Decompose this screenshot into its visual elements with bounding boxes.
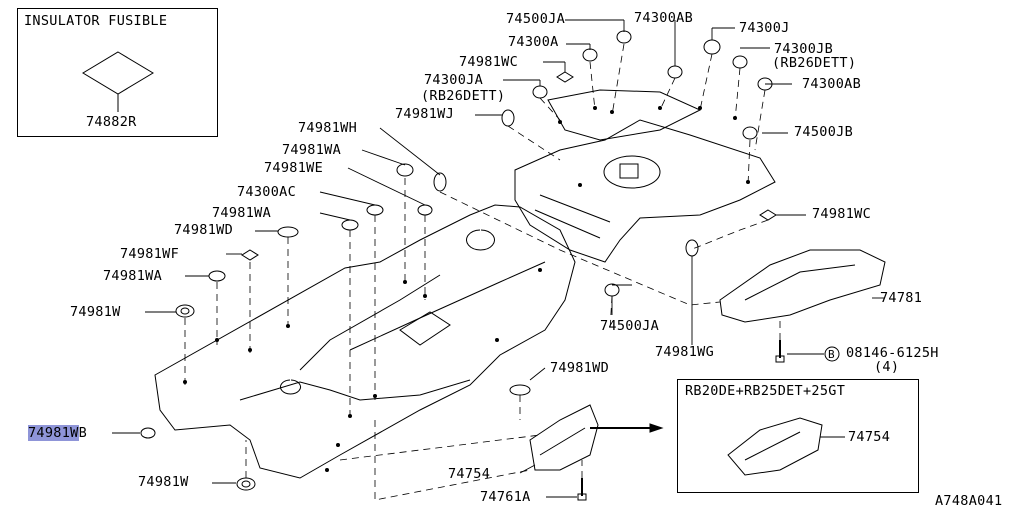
callout-bolt-08146-6125H[interactable]: 08146-6125H [846,345,939,361]
callout-74981WA-3[interactable]: 74981WA [103,268,162,284]
callout-74981W-bottom[interactable]: 74981W [138,474,189,490]
callout-74981WJ[interactable]: 74981WJ [395,106,454,122]
variant-box [677,379,919,493]
callout-74300JB[interactable]: 74300JB [774,41,833,57]
callout-74300AC[interactable]: 74300AC [237,184,296,200]
rear-floor-shape [514,119,776,263]
variant-box-title: RB20DE+RB25DET+25GT [685,383,846,399]
callout-74500JA-mid[interactable]: 74500JA [600,318,659,334]
callout-74981W-top[interactable]: 74981W [70,304,121,320]
callout-74981WC-top[interactable]: 74981WC [459,54,518,70]
callout-74981WD-bottom[interactable]: 74981WD [550,360,609,376]
heat-shield-74781 [719,249,886,323]
callout-74500JB[interactable]: 74500JB [794,124,853,140]
callout-74981WH[interactable]: 74981WH [298,120,357,136]
insulator-fusible-box [17,8,218,137]
variant-heat-shield [727,417,823,476]
callout-74981WA-2[interactable]: 74981WA [212,205,271,221]
callout-bolt-qty: (4) [874,359,900,375]
callout-74300AB-right[interactable]: 74300AB [802,76,861,92]
callout-74754[interactable]: 74754 [448,466,491,482]
callout-74981WG[interactable]: 74981WG [655,344,714,360]
callout-74500JA-top[interactable]: 74500JA [506,11,565,27]
callout-74300JB-note: (RB26DETT) [772,55,857,71]
callout-74300AB-top[interactable]: 74300AB [634,10,693,26]
callout-74981WF[interactable]: 74981WF [120,246,179,262]
callout-74300J[interactable]: 74300J [739,20,790,36]
part-74882R[interactable]: 74882R [86,114,137,130]
callout-74781[interactable]: 74781 [880,290,923,306]
callout-74761A[interactable]: 74761A [480,489,531,505]
callout-74981WB-suffix: B [78,425,88,441]
insulator-fusible-title: INSULATOR FUSIBLE [24,13,168,29]
callout-74981WD-top[interactable]: 74981WD [174,222,233,238]
bolt-marker: B [828,348,835,361]
callout-74981WB[interactable]: 74981WB [28,425,88,441]
diagram-code: A748A041 [935,493,1003,509]
callout-74300JA-note: (RB26DETT) [421,88,506,104]
part-74754-variant[interactable]: 74754 [848,429,891,445]
floor-pan-shape [154,204,576,479]
callout-74300JA[interactable]: 74300JA [424,72,483,88]
callout-74981WE[interactable]: 74981WE [264,160,323,176]
callout-74981WA-1[interactable]: 74981WA [282,142,341,158]
selected-part-highlight[interactable]: 74981W [28,425,79,441]
callout-74300A[interactable]: 74300A [508,34,559,50]
heat-shield-74754 [529,404,599,471]
callout-74981WC-right[interactable]: 74981WC [812,206,871,222]
